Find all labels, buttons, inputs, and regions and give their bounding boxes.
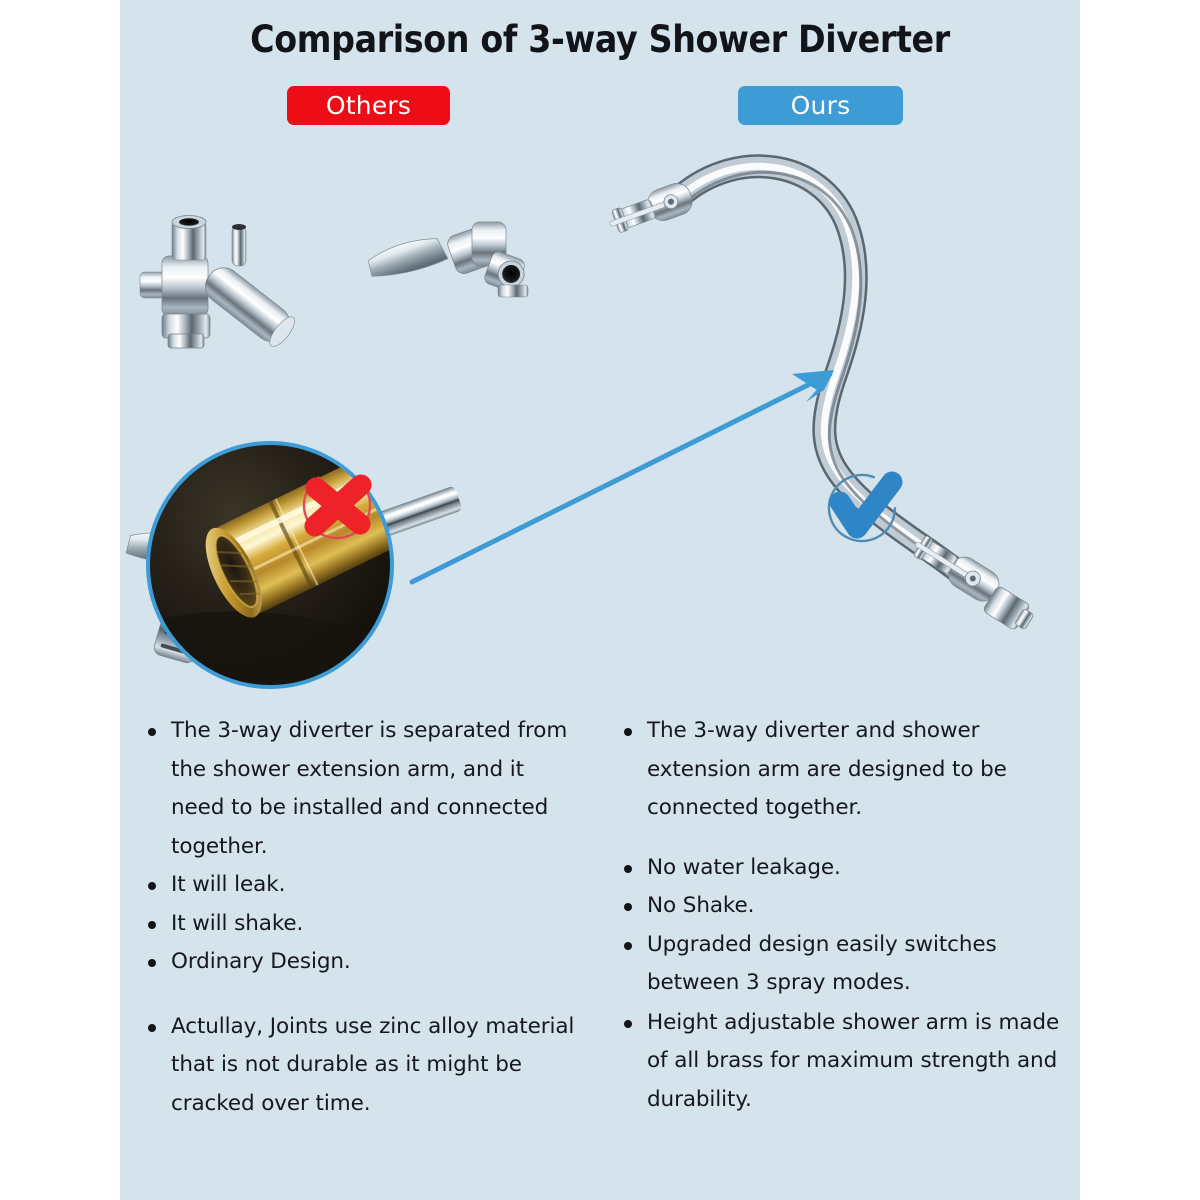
bullet-columns: The 3-way diverter is separated from the… bbox=[120, 712, 1080, 1123]
left-arm-upper-joint bbox=[367, 221, 529, 298]
bullet-group: No water leakage. No Shake. Upgraded des… bbox=[621, 849, 1060, 1003]
list-item: No water leakage. bbox=[621, 849, 1060, 888]
list-item: It will shake. bbox=[145, 905, 578, 944]
cross-mark-icon bbox=[302, 470, 372, 540]
right-curved-arm bbox=[609, 154, 1034, 630]
bullet-group: The 3-way diverter and shower extension … bbox=[621, 712, 1060, 828]
list-item: No Shake. bbox=[621, 887, 1060, 926]
page-title: Comparison of 3-way Shower Diverter bbox=[250, 18, 950, 61]
product-comparison-artwork bbox=[120, 130, 1080, 710]
list-item: The 3-way diverter and shower extension … bbox=[621, 712, 1060, 828]
right-arm-top-joint bbox=[609, 183, 693, 233]
left-diverter-body bbox=[139, 215, 295, 349]
list-item: Height adjustable shower arm is made of … bbox=[621, 1004, 1060, 1120]
badge-ours: Ours bbox=[738, 86, 903, 125]
right-arm-bottom-joint bbox=[913, 535, 1034, 630]
bullet-group: The 3-way diverter is separated from the… bbox=[145, 712, 578, 982]
check-mark-icon bbox=[827, 471, 903, 543]
comparison-panel: Comparison of 3-way Shower Diverter Othe… bbox=[120, 0, 1080, 1200]
zoom-circle-brass-closeup bbox=[146, 441, 394, 689]
pointer-arrow-icon bbox=[409, 370, 834, 585]
column-ours: The 3-way diverter and shower extension … bbox=[600, 712, 1080, 1123]
bullet-group: Actullay, Joints use zinc alloy material… bbox=[145, 1008, 578, 1124]
bullet-group: Height adjustable shower arm is made of … bbox=[621, 1004, 1060, 1120]
column-others: The 3-way diverter is separated from the… bbox=[120, 712, 600, 1123]
badge-others: Others bbox=[287, 86, 450, 125]
list-item: The 3-way diverter is separated from the… bbox=[145, 712, 578, 866]
list-item: Upgraded design easily switches between … bbox=[621, 926, 1060, 1003]
list-item: It will leak. bbox=[145, 866, 578, 905]
list-item: Ordinary Design. bbox=[145, 943, 578, 982]
list-item: Actullay, Joints use zinc alloy material… bbox=[145, 1008, 578, 1124]
